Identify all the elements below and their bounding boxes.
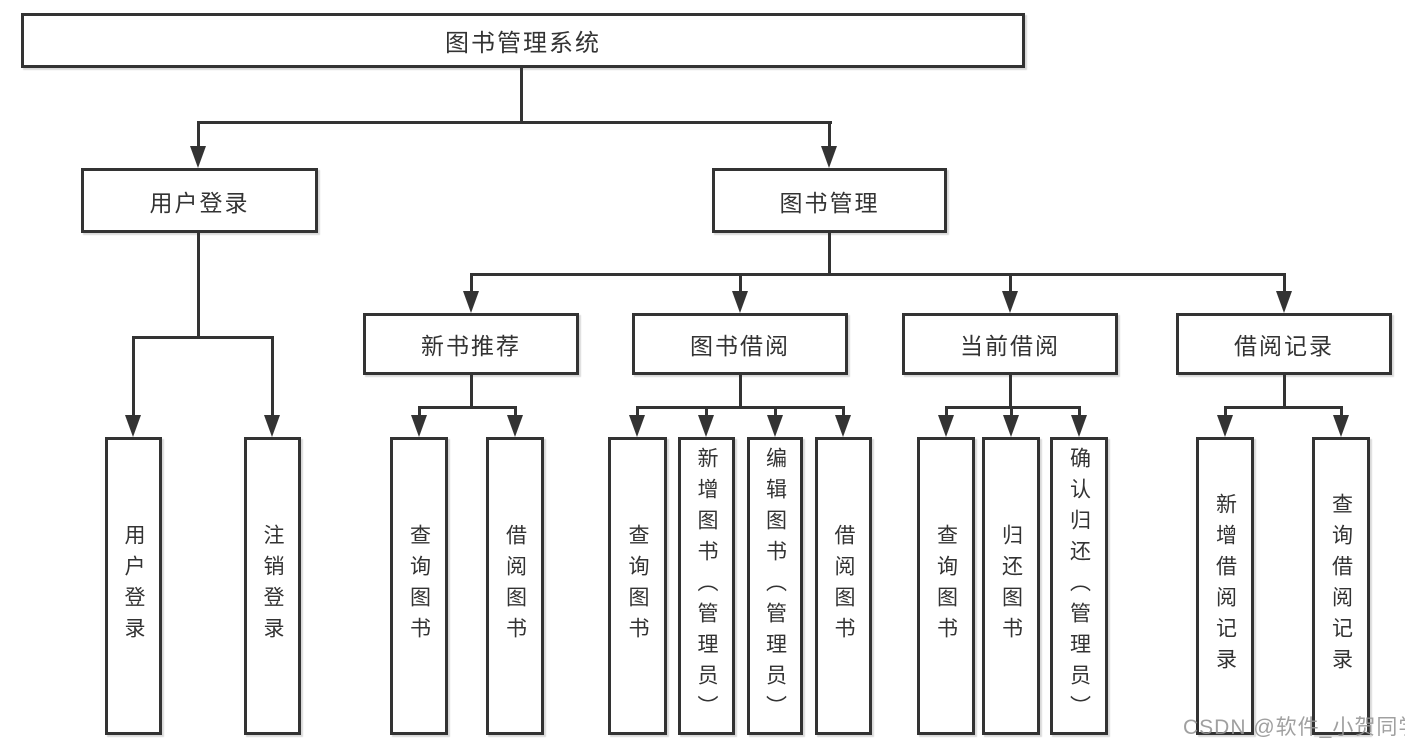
arrowhead-down-icon <box>732 291 748 313</box>
connector-drop <box>842 406 845 418</box>
node-new-book-recommend: 新书推荐 <box>363 313 579 375</box>
connector-drop-book-borrow <box>739 273 742 293</box>
node-user-login: 用户登录 <box>81 168 318 233</box>
node-label: 用户登录 <box>149 189 250 216</box>
leaf-query-books-current: 查询图书 <box>917 437 975 735</box>
leaf-query-books-borrow: 查询图书 <box>608 437 667 735</box>
arrowhead-down-icon <box>1002 291 1018 313</box>
leaf-query-books-recommend: 查询图书 <box>390 437 448 735</box>
arrowhead-down-icon <box>1003 415 1019 437</box>
connector-drop <box>418 406 421 418</box>
leaf-label: 借阅图书 <box>503 524 527 648</box>
leaf-label: 新增图书（管理员） <box>695 446 718 726</box>
leaf-label: 查询图书 <box>407 524 431 648</box>
node-label: 图书管理 <box>779 189 880 216</box>
arrowhead-down-icon <box>698 415 714 437</box>
connector-borrow-records-stem <box>1283 375 1286 408</box>
connector-drop <box>1010 406 1013 418</box>
leaf-borrow-books: 借阅图书 <box>815 437 872 735</box>
arrowhead-down-icon <box>938 415 954 437</box>
connector-root-stem <box>520 68 523 124</box>
node-book-borrowing: 图书借阅 <box>632 313 848 375</box>
connector-drop <box>1340 406 1343 418</box>
leaf-label: 借阅图书 <box>832 524 855 648</box>
node-label: 图书借阅 <box>690 333 790 359</box>
node-label: 当前借阅 <box>960 333 1060 359</box>
connector-current-borrow-stem <box>1009 375 1012 408</box>
connector-user-login-stem <box>197 233 200 338</box>
arrowhead-down-icon <box>463 291 479 313</box>
connector-drop <box>1224 406 1227 418</box>
connector-drop-login-leaf <box>132 336 135 418</box>
arrowhead-down-icon <box>264 415 280 437</box>
connector-book-borrow-stem <box>739 375 742 408</box>
leaf-confirm-return-admin: 确认归还（管理员） <box>1050 437 1108 735</box>
leaf-label: 用户登录 <box>122 524 145 648</box>
connector-drop-logout-leaf <box>271 336 274 418</box>
arrowhead-down-icon <box>1276 291 1292 313</box>
node-current-borrowing: 当前借阅 <box>902 313 1118 375</box>
connector-drop-new-book <box>470 273 473 293</box>
leaf-label: 查询图书 <box>626 524 649 648</box>
leaf-user-login: 用户登录 <box>105 437 162 735</box>
connector-drop <box>514 406 517 418</box>
arrowhead-down-icon <box>125 415 141 437</box>
node-label: 借阅记录 <box>1234 333 1334 359</box>
arrowhead-down-icon <box>821 146 837 168</box>
connector-drop <box>636 406 639 418</box>
arrowhead-down-icon <box>1333 415 1349 437</box>
connector-drop-borrow-records <box>1283 273 1286 293</box>
arrowhead-down-icon <box>835 415 851 437</box>
connector-drop <box>774 406 777 418</box>
arrowhead-down-icon <box>507 415 523 437</box>
connector-book-mgmt-stem <box>828 233 831 275</box>
leaf-label: 归还图书 <box>999 524 1023 648</box>
leaf-add-books-admin: 新增图书（管理员） <box>678 437 735 735</box>
arrowhead-down-icon <box>629 415 645 437</box>
csdn-watermark: CSDN @软件_小贺同学 <box>1183 716 1405 739</box>
leaf-label: 注销登录 <box>261 524 284 648</box>
arrowhead-down-icon <box>767 415 783 437</box>
connector-book-borrow-bar <box>636 406 845 409</box>
connector-new-book-stem <box>470 375 473 408</box>
leaf-return-books: 归还图书 <box>982 437 1040 735</box>
connector-user-login-bar <box>132 336 274 339</box>
node-library-management-system: 图书管理系统 <box>21 13 1025 68</box>
node-borrowing-records: 借阅记录 <box>1176 313 1392 375</box>
arrowhead-down-icon <box>1217 415 1233 437</box>
connector-drop <box>945 406 948 418</box>
leaf-edit-books-admin: 编辑图书（管理员） <box>747 437 803 735</box>
leaf-query-borrow-record: 查询借阅记录 <box>1312 437 1370 735</box>
connector-root-bar <box>197 121 832 124</box>
leaf-label: 查询图书 <box>934 524 958 648</box>
connector-book-mgmt-bar <box>470 273 1286 276</box>
connector-drop-current-borrow <box>1009 273 1012 293</box>
leaf-label: 编辑图书（管理员） <box>763 446 787 726</box>
node-label: 图书管理系统 <box>445 30 601 57</box>
leaf-logout: 注销登录 <box>244 437 301 735</box>
connector-new-book-bar <box>418 406 517 409</box>
arrowhead-down-icon <box>190 146 206 168</box>
connector-drop <box>705 406 708 418</box>
connector-drop-user-login <box>197 121 200 149</box>
connector-drop <box>1078 406 1081 418</box>
connector-drop-book-management <box>828 121 831 149</box>
leaf-add-borrow-record: 新增借阅记录 <box>1196 437 1254 735</box>
node-book-management: 图书管理 <box>712 168 947 233</box>
leaf-label: 查询借阅记录 <box>1329 493 1353 679</box>
leaf-borrow-books-recommend: 借阅图书 <box>486 437 544 735</box>
leaf-label: 确认归还（管理员） <box>1067 446 1091 726</box>
arrowhead-down-icon <box>411 415 427 437</box>
arrowhead-down-icon <box>1071 415 1087 437</box>
leaf-label: 新增借阅记录 <box>1213 493 1237 679</box>
node-label: 新书推荐 <box>421 333 521 359</box>
connector-borrow-records-bar <box>1224 406 1342 409</box>
